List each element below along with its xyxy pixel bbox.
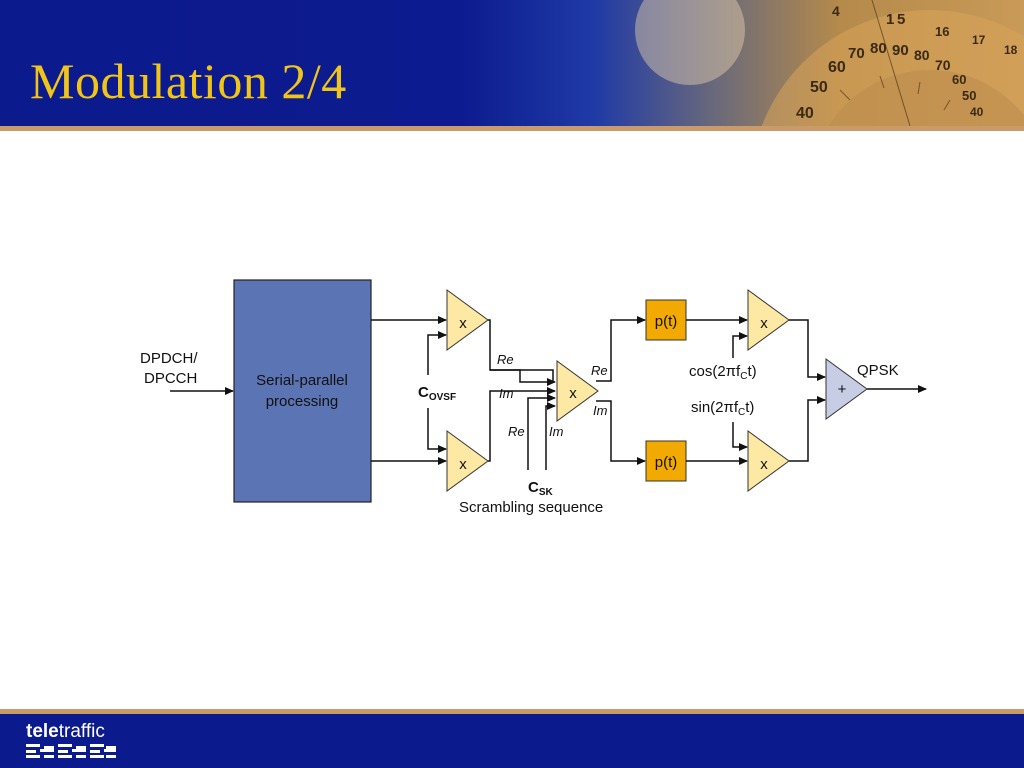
- scrambling-re-input: [527, 394, 556, 470]
- dial-number: 90: [892, 42, 909, 59]
- scrambler-re-output: [596, 316, 646, 382]
- scrambling-im-input: [545, 402, 556, 470]
- re-label-2: Re: [508, 424, 525, 439]
- re-into-scrambler: [490, 369, 556, 386]
- mixer-symbol: x: [459, 456, 467, 473]
- dial-number: 16: [935, 24, 949, 39]
- spreading-mixer-bottom: [446, 430, 489, 492]
- dial-number: 80: [870, 40, 887, 57]
- mixer-symbol: x: [760, 315, 768, 332]
- cos-carrier-label: cos(2πfCt): [689, 363, 757, 382]
- dial-number: 18: [1004, 43, 1018, 57]
- input-label-line1: DPDCH/: [140, 350, 198, 367]
- dial-number: 17: [972, 33, 986, 47]
- cos-to-mixer: [732, 332, 748, 358]
- logo-bold-text: tele: [26, 721, 59, 742]
- spreading-mixer-top: [446, 289, 489, 351]
- scrambling-caption: Scrambling sequence: [459, 499, 603, 516]
- dial-number: 80: [914, 47, 930, 63]
- block-label-line1: Serial-parallel: [256, 372, 348, 389]
- dial-number: 40: [970, 105, 984, 119]
- summing-node: [825, 358, 868, 420]
- dial-highlight: [635, 0, 745, 85]
- re-path: [490, 320, 556, 382]
- adder-symbol: +: [838, 381, 847, 398]
- pulse-filter-bottom: [645, 440, 687, 482]
- mixer-bottom-to-adder: [789, 396, 826, 462]
- dial-background-art: 4 1 5 16 17 18 70 80 90 80 70 60 50 40 6…: [635, 0, 1024, 126]
- dial-number: 50: [962, 88, 976, 103]
- pulse-filter-label: p(t): [655, 454, 678, 471]
- carrier-mixer-bottom: [747, 430, 790, 492]
- dial-number: 40: [796, 105, 814, 122]
- scrambling-mixer: [556, 360, 599, 422]
- block-label-line2: processing: [266, 393, 339, 410]
- ovsf-to-mixer-top: [427, 331, 447, 375]
- dial-number: 4: [832, 3, 840, 19]
- mixer-symbol: x: [760, 456, 768, 473]
- dial-number: 5: [897, 11, 905, 28]
- im-label-1: Im: [499, 386, 514, 401]
- dial-number: 60: [952, 72, 966, 87]
- logo-regular-text: traffic: [58, 721, 105, 742]
- slide-footer: [0, 714, 1024, 768]
- serial-parallel-block: [233, 279, 372, 503]
- scrambler-im-output: [596, 400, 646, 465]
- footer-divider: [0, 709, 1024, 714]
- carrier-mixer-top: [747, 289, 790, 351]
- re-branch-arrow: [490, 370, 556, 382]
- pulse-filter-top: [645, 299, 687, 341]
- output-label: QPSK: [857, 362, 899, 379]
- page-title: Modulation 2/4: [30, 53, 347, 109]
- dial-number: 60: [828, 59, 846, 76]
- dial-number: 70: [848, 45, 865, 62]
- re-label-1: Re: [497, 352, 514, 367]
- ovsf-to-mixer-bottom: [427, 408, 447, 453]
- mixer-symbol: x: [569, 385, 577, 402]
- im-label-2: Im: [549, 424, 564, 439]
- dial-number: 50: [810, 79, 828, 96]
- mixer-top-to-adder: [789, 319, 826, 381]
- sin-to-mixer: [732, 422, 748, 451]
- mixer-symbol: x: [459, 315, 467, 332]
- im-into-scrambler: [488, 387, 556, 462]
- teletraffic-logo: teletraffic: [26, 722, 105, 742]
- dial-inner-disc: [828, 70, 1024, 126]
- scrambling-code-label: CSK: [528, 479, 554, 498]
- header-divider: [0, 126, 1024, 131]
- slide-header: 4 1 5 16 17 18 70 80 90 80 70 60 50 40 6…: [0, 0, 1024, 126]
- logo-bars-graphic: [26, 744, 116, 758]
- im-label-3: Im: [593, 403, 608, 418]
- sin-carrier-label: sin(2πfCt): [691, 399, 754, 418]
- input-label-line2: DPCCH: [144, 370, 197, 387]
- ovsf-code-label: COVSF: [418, 384, 456, 403]
- dial-number: 70: [935, 57, 951, 73]
- dial-number: 1: [886, 11, 894, 28]
- re-label-3: Re: [591, 363, 608, 378]
- pulse-filter-label: p(t): [655, 313, 678, 330]
